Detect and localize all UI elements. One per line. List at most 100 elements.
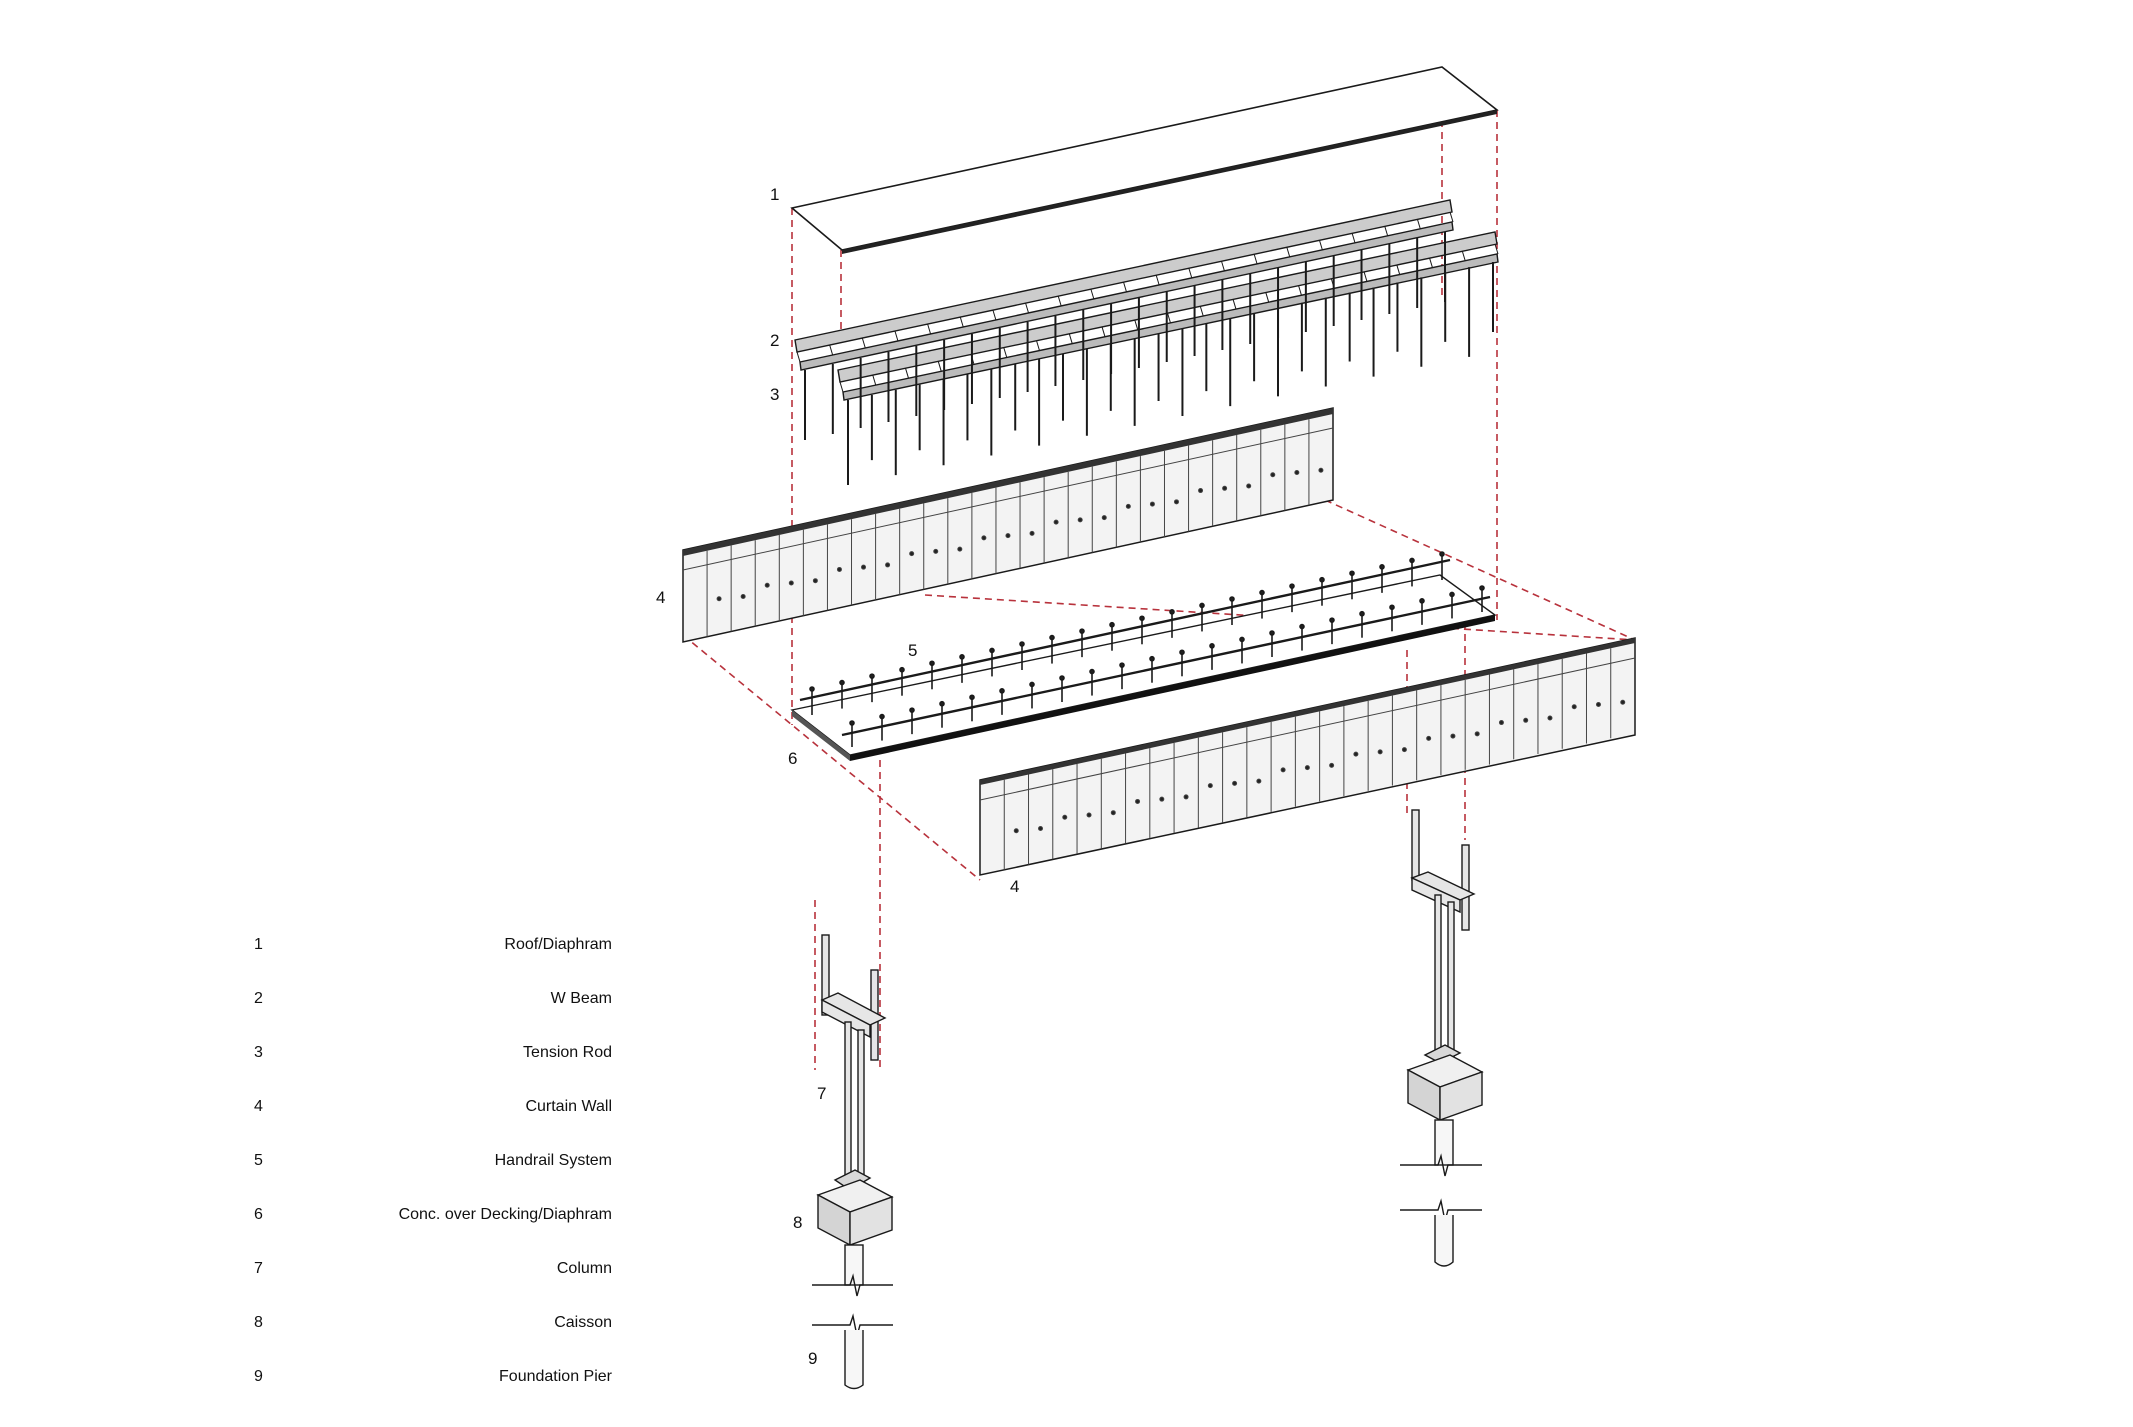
beam-stiffener	[872, 374, 877, 386]
w-beam-upper	[794, 199, 1454, 371]
beam-stiffener	[1123, 281, 1127, 293]
legend-label: Handrail System	[495, 1152, 612, 1169]
handrail-post-cap	[1389, 604, 1395, 611]
legend-number: 6	[254, 1206, 263, 1223]
beam-stiffener	[1220, 260, 1225, 272]
curtain-wall-anchor	[1270, 472, 1276, 478]
handrail-post-cap	[1319, 576, 1325, 583]
beam-stiffener	[1449, 211, 1454, 223]
curtain-wall-anchor	[1523, 717, 1529, 723]
handrail-post-cap	[989, 647, 995, 654]
curtain-wall-anchor	[764, 582, 770, 588]
curtain-wall-anchor	[1232, 780, 1238, 786]
curtain-wall-anchor	[1304, 765, 1310, 771]
legend-number: 8	[254, 1314, 263, 1331]
legend-item-9: 9 Foundation Pier	[254, 1368, 613, 1385]
legend-item-3: 3 Tension Rod	[254, 1044, 612, 1061]
beam-stiffener	[1057, 295, 1062, 307]
handrail-post-cap	[939, 700, 945, 707]
w-beam-lower-stiffeners	[839, 243, 1499, 393]
beam-stiffener	[1318, 239, 1323, 251]
legend-number: 3	[254, 1044, 263, 1061]
legend-number: 5	[254, 1152, 263, 1169]
legend-item-6: 6 Conc. over Decking/Diaphram	[254, 1206, 612, 1223]
curtain-wall-anchor	[1159, 796, 1165, 802]
foundation-pier-left	[812, 1244, 893, 1390]
curtain-wall-anchor	[1005, 533, 1011, 539]
beam-stiffener	[1101, 326, 1106, 337]
curtain-wall-anchor	[1110, 810, 1116, 816]
caisson-left	[816, 1179, 894, 1247]
curtain-wall-anchor	[1571, 704, 1577, 710]
handrail-post-cap	[809, 686, 815, 692]
callout-roof: 1	[770, 185, 779, 204]
curtain-wall-back	[682, 407, 1334, 643]
handrail-post-cap	[1169, 609, 1175, 615]
curtain-wall-anchor	[716, 596, 722, 602]
beam-stiffener	[1188, 267, 1193, 279]
curtain-wall-anchor	[1498, 720, 1504, 726]
curtain-wall-front-mullions	[979, 648, 1636, 870]
beam-stiffener	[1298, 285, 1302, 296]
curtain-wall-anchor	[861, 564, 867, 570]
curtain-wall-anchor	[1426, 735, 1432, 741]
callout-foundation-pier: 9	[808, 1349, 817, 1368]
curtain-wall-anchor	[788, 580, 794, 586]
curtain-wall-anchor	[1547, 715, 1553, 721]
legend-label: W Beam	[551, 990, 612, 1007]
handrail-post-cap	[1349, 570, 1355, 577]
beam-stiffener	[937, 361, 942, 372]
callout-handrail: 5	[908, 641, 917, 660]
beam-stiffener	[905, 368, 909, 379]
beam-stiffener	[1253, 253, 1258, 265]
handrail-post-cap	[1379, 564, 1385, 570]
beam-stiffener	[1068, 333, 1073, 344]
curtain-wall-transom	[979, 657, 1636, 801]
curtain-wall-anchor	[933, 548, 939, 554]
curtain-wall-anchor	[957, 546, 963, 552]
curtain-wall-anchor	[1294, 470, 1300, 476]
handrail-post-cap	[999, 688, 1005, 694]
curtain-wall-anchor	[1246, 483, 1252, 489]
callout-caisson: 8	[793, 1213, 802, 1232]
callout-deck: 6	[788, 749, 797, 768]
beam-stiffener	[1090, 288, 1095, 300]
legend-label: Conc. over Decking/Diaphram	[399, 1206, 612, 1223]
legend: 1 Roof/Diaphram 2 W Beam 3 Tension Rod 4…	[254, 936, 613, 1385]
curtain-wall-anchor	[1401, 747, 1407, 753]
beam-stiffener	[1286, 246, 1291, 258]
callouts: 1 2 3 4 5 6 4 7 8 9	[656, 185, 1019, 1368]
w-beam-upper-stiffeners	[796, 211, 1454, 363]
handrail-post-cap	[1359, 610, 1365, 617]
legend-number: 7	[254, 1260, 263, 1277]
handrail-post-cap	[969, 694, 975, 701]
handrail-post-cap	[1289, 583, 1295, 589]
handrail-post-cap	[869, 673, 875, 679]
handrail-post-cap	[1259, 589, 1265, 596]
handrail-post-cap	[1019, 641, 1025, 647]
curtain-wall-anchor	[1149, 501, 1155, 507]
curtain-wall-anchor	[1207, 783, 1213, 789]
beam-stiffener	[1396, 264, 1401, 275]
handrail-post-cap	[1089, 668, 1095, 675]
legend-number: 9	[254, 1368, 263, 1385]
beam-stiffener	[927, 323, 932, 335]
handrail-post-cap	[1049, 634, 1055, 641]
legend-number: 2	[254, 990, 263, 1007]
tension-rods	[804, 232, 1494, 485]
handrail-post-cap	[1149, 655, 1155, 662]
legend-item-4: 4 Curtain Wall	[254, 1098, 612, 1115]
beam-stiffener	[1461, 250, 1466, 262]
beam-stiffener	[1494, 243, 1499, 255]
curtain-wall-anchor	[1450, 733, 1456, 739]
curtain-wall-anchor	[1135, 798, 1141, 804]
beam-stiffener	[1416, 218, 1421, 230]
handrail-post-cap	[849, 720, 855, 726]
callout-w-beam: 2	[770, 331, 779, 350]
handrail-post-cap	[1139, 615, 1145, 622]
handrail-post-cap	[1299, 623, 1305, 630]
handrail-post-cap	[1269, 630, 1275, 636]
beam-stiffener	[1363, 271, 1368, 282]
beam-stiffener	[1384, 225, 1389, 237]
